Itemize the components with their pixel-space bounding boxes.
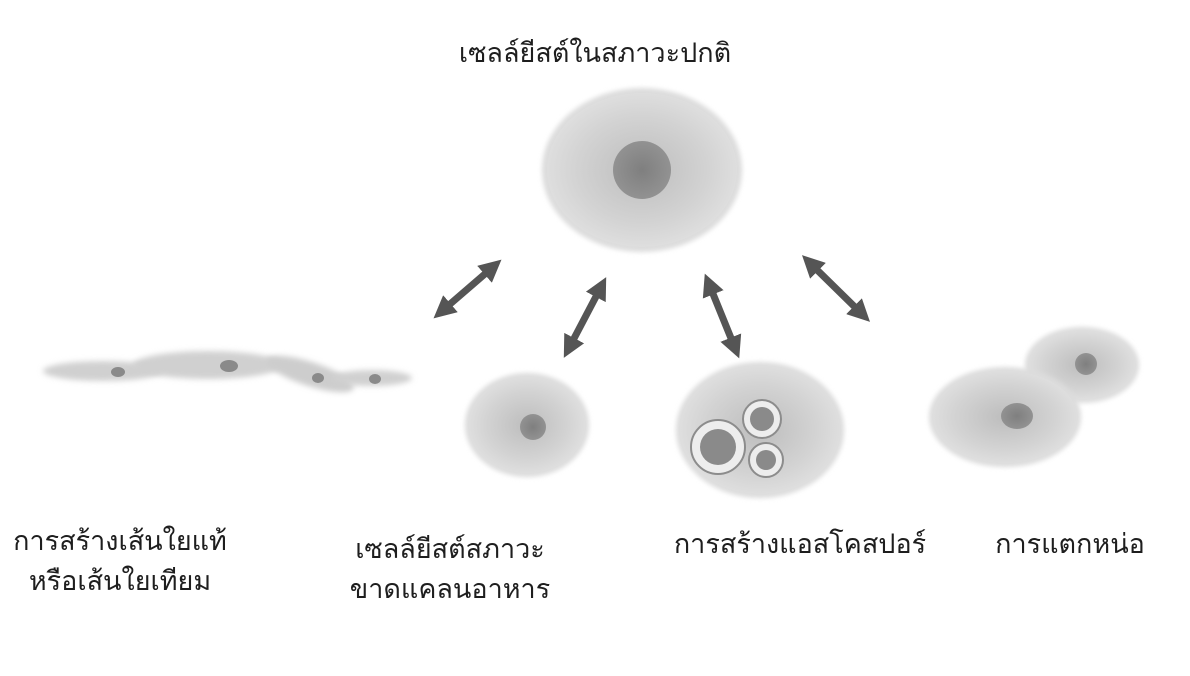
starved-cell-label-line-1: เซลล์ยีสต์สภาวะ <box>355 534 545 565</box>
arrow-to-starved-cell <box>563 277 607 358</box>
starved-yeast-cell <box>465 373 589 477</box>
hypha-nucleus <box>111 367 125 377</box>
arrow-to-budding <box>802 255 870 322</box>
transition-arrows <box>433 255 870 359</box>
normal-cell-nucleus <box>613 141 671 199</box>
budding-cells <box>929 327 1139 467</box>
budding-label: การแตกหน่อ <box>960 525 1180 565</box>
pseudohyphae-label-line-2: หรือเส้นใยเทียม <box>28 566 212 597</box>
pseudohyphae-label-line-1: การสร้างเส้นใยแท้ <box>13 526 227 557</box>
starved-cell-label: เซลล์ยีสต์สภาวะ ขาดแคลนอาหาร <box>325 530 575 610</box>
starved-cell-nucleus <box>520 414 546 440</box>
ascospore-label-text: การสร้างแอสโคสปอร์ <box>673 529 927 560</box>
hypha-nucleus <box>369 374 381 384</box>
bud-nucleus <box>1075 353 1097 375</box>
ascospore <box>748 442 784 478</box>
hypha-nucleus <box>312 373 324 383</box>
ascospore-label: การสร้างแอสโคสปอร์ <box>650 525 950 565</box>
pseudohyphae-cells <box>43 351 412 393</box>
ascospore <box>690 419 746 475</box>
pseudohyphae-label: การสร้างเส้นใยแท้ หรือเส้นใยเทียม <box>0 522 240 602</box>
ascospore <box>742 399 782 439</box>
mother-cell-nucleus <box>1001 403 1033 429</box>
arrow-to-pseudohyphae <box>433 259 502 319</box>
ascospore-cell <box>676 362 844 498</box>
arrow-to-ascospore <box>702 273 742 359</box>
normal-cell-label-text: เซลล์ยีสต์ในสภาวะปกติ <box>458 38 732 69</box>
normal-yeast-cell <box>542 88 742 252</box>
starved-cell-label-line-2: ขาดแคลนอาหาร <box>349 574 551 605</box>
budding-label-text: การแตกหน่อ <box>995 529 1145 560</box>
normal-cell-label: เซลล์ยีสต์ในสภาวะปกติ <box>395 34 795 74</box>
hypha-nucleus <box>220 360 238 372</box>
